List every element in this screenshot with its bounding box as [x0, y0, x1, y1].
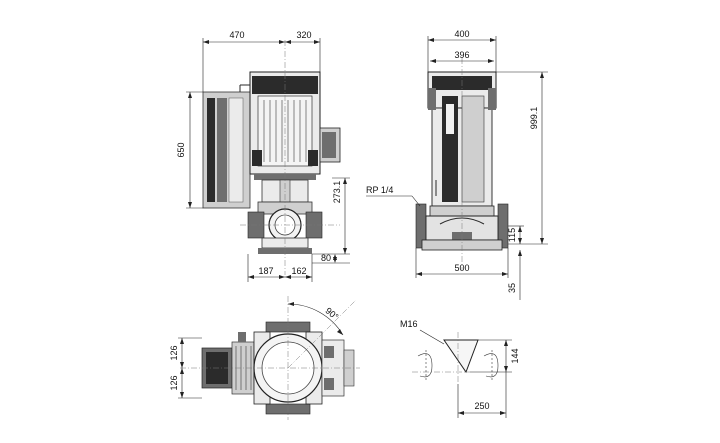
front-view: 470 320 650 273.1 187 162 80 [176, 30, 350, 282]
top-view: 90° 126 126 [169, 296, 360, 420]
dim-126-upper: 126 [169, 345, 179, 360]
side-view: 400 396 999.1 115 35 500 RP 1/4 [366, 29, 548, 300]
dim-470: 470 [229, 30, 244, 40]
dim-80: 80 [321, 253, 331, 263]
dim-396: 396 [454, 50, 469, 60]
dim-650: 650 [176, 142, 186, 157]
dim-115: 115 [507, 228, 517, 242]
dim-999-1: 999.1 [529, 107, 539, 130]
dim-250: 250 [474, 401, 489, 411]
dim-144: 144 [510, 348, 520, 363]
foot-detail: M16 144 250 [400, 319, 520, 418]
dim-500: 500 [454, 263, 469, 273]
dim-400: 400 [454, 29, 469, 39]
dim-273-1: 273.1 [332, 181, 342, 204]
vent-label: RP 1/4 [366, 185, 393, 195]
dim-187: 187 [258, 266, 273, 276]
dim-35: 35 [507, 283, 517, 293]
dim-320: 320 [296, 30, 311, 40]
dim-162: 162 [291, 266, 306, 276]
thread-label: M16 [400, 319, 418, 329]
dim-90-deg: 90° [323, 305, 340, 322]
dim-126-lower: 126 [169, 375, 179, 390]
